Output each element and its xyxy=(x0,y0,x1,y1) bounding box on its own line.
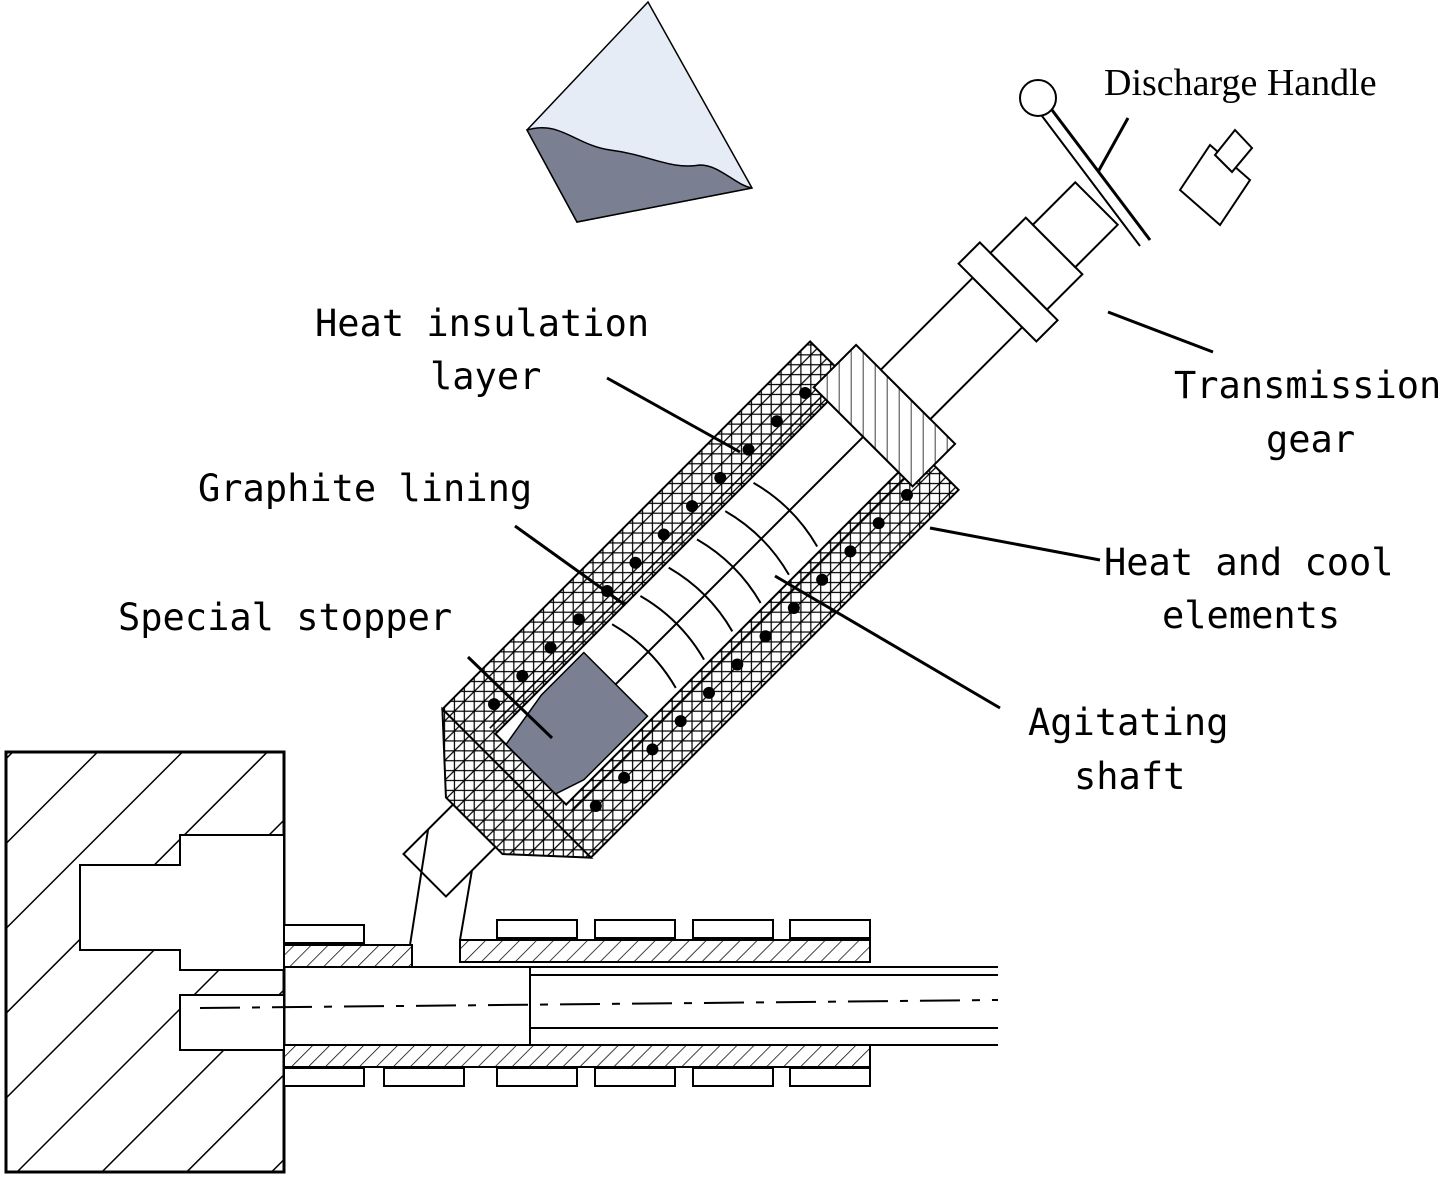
mold-block xyxy=(4,750,286,1174)
label-graphite-lining: Graphite lining xyxy=(198,467,532,510)
label-agitating-1: Agitating xyxy=(1028,701,1228,744)
label-transmission-1: Transmission xyxy=(1174,364,1441,407)
label-transmission-2: gear xyxy=(1266,418,1355,461)
label-heat-cool-2: elements xyxy=(1162,594,1340,637)
leader-lines xyxy=(466,117,1214,740)
heater-bands xyxy=(283,919,871,1087)
label-heat-insulation-1: Heat insulation xyxy=(315,302,649,345)
label-discharge-handle: Discharge Handle xyxy=(1104,62,1377,104)
inclined-plasticizing-barrel xyxy=(402,180,1120,898)
horizontal-barrel xyxy=(199,829,999,1068)
label-heat-cool-1: Heat and cool xyxy=(1104,541,1394,584)
feed-hopper xyxy=(525,0,754,223)
discharge-handle xyxy=(1019,79,1152,247)
transmission-gear xyxy=(1178,128,1254,227)
label-heat-insulation-2: layer xyxy=(430,355,541,398)
label-special-stopper: Special stopper xyxy=(118,596,452,639)
label-agitating-2: shaft xyxy=(1074,755,1185,798)
